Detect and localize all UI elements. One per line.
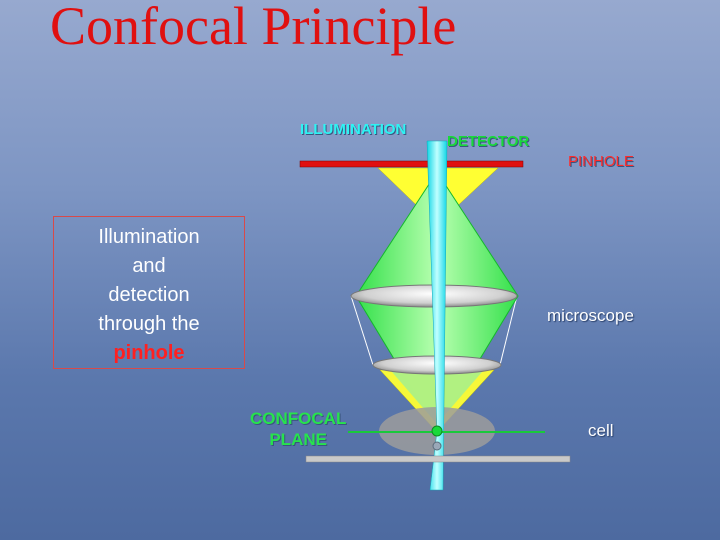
focal-point-lower (432, 441, 442, 451)
microscope-label: microscope (547, 306, 634, 325)
confocal-label-line2: PLANE (269, 430, 327, 449)
explanation-textbox: Illumination and detection through the p… (53, 216, 245, 369)
slide-title: Confocal Principle (50, 0, 457, 56)
textbox-line-5: pinhole (113, 342, 185, 364)
pinhole-plate (299, 160, 524, 168)
textbox-line-2: and (132, 255, 166, 277)
cell-label: cell (588, 421, 614, 440)
specimen-slide (305, 455, 571, 463)
focal-point (431, 425, 443, 437)
illumination-beam (426, 140, 448, 491)
textbox-line-1: Illumination (98, 226, 200, 248)
pinhole-label: PINHOLE (568, 153, 634, 170)
confocal-label-line1: CONFOCAL (250, 409, 347, 428)
confocal-plane-label: CONFOCAL PLANE (250, 408, 346, 450)
detector-label: DETECTOR (447, 133, 530, 150)
textbox-line-3: detection (108, 284, 190, 306)
textbox-line-4: through the (98, 313, 200, 335)
microscope-outline (350, 295, 518, 366)
illumination-label: ILLUMINATION (300, 121, 407, 138)
